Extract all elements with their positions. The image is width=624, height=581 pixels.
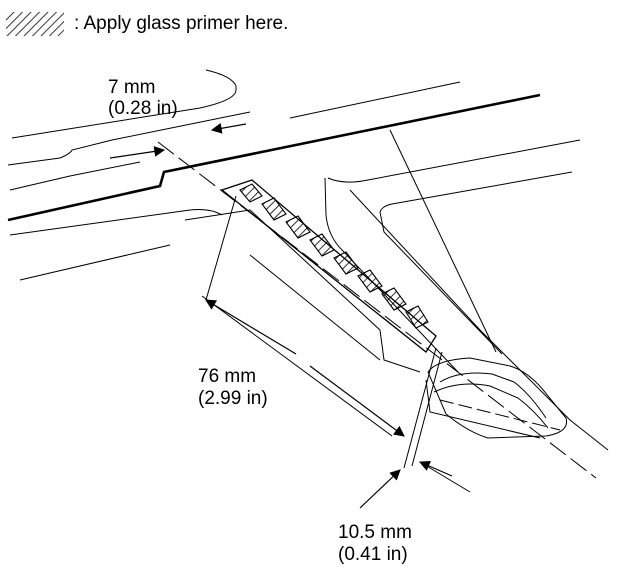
roof-panel-contour: [324, 129, 609, 451]
dim-top-metric: 7 mm: [108, 77, 156, 98]
body-panel-outline: [7, 69, 461, 373]
dim-length-metric: 76 mm: [198, 366, 257, 387]
extension-lines: [201, 195, 471, 493]
dim-10mm-arrow: [359, 469, 401, 509]
legend-hatch-icon: [6, 12, 64, 36]
primer-application-zone: [220, 179, 437, 353]
dimension-arrows: [109, 122, 453, 509]
legend-text: : Apply glass primer here.: [74, 13, 289, 34]
dim-76mm-arrow-2: [309, 365, 405, 437]
dim-7mm-arrow: [109, 146, 166, 159]
dim-7mm-arrow-2: [210, 122, 247, 134]
dim-10mm-arrow-2: [419, 460, 453, 477]
dashed-centerline: [157, 141, 597, 479]
dim-bottom-imperial: (0.41 in): [338, 544, 408, 565]
glass-edge-line: [7, 93, 541, 222]
dim-length-imperial: (2.99 in): [198, 388, 268, 409]
dim-top-imperial: (0.28 in): [108, 98, 178, 119]
primer-hatch-blocks: [239, 183, 429, 329]
dim-bottom-metric: 10.5 mm: [338, 522, 412, 543]
dim-76mm-arrow: [205, 299, 297, 355]
rear-clip-outline: [425, 357, 568, 439]
